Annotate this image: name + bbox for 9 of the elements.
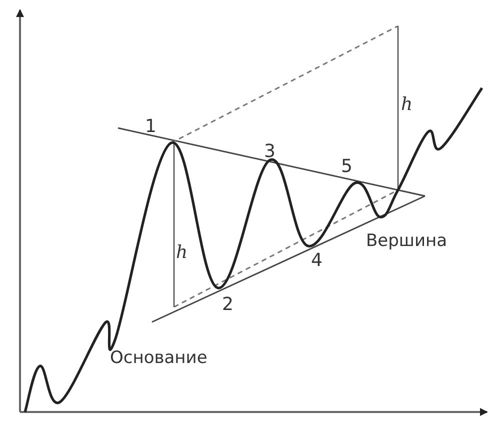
point-number: 4 xyxy=(311,252,322,270)
point-number: 1 xyxy=(145,118,156,136)
height-label: h xyxy=(401,96,413,114)
point-number: 3 xyxy=(264,143,276,161)
pattern-label: Основание xyxy=(110,350,208,367)
pattern-label: Вершина xyxy=(366,233,448,250)
point-number: 5 xyxy=(341,158,352,176)
height-label: h xyxy=(176,244,188,262)
point-number: 2 xyxy=(222,296,234,314)
